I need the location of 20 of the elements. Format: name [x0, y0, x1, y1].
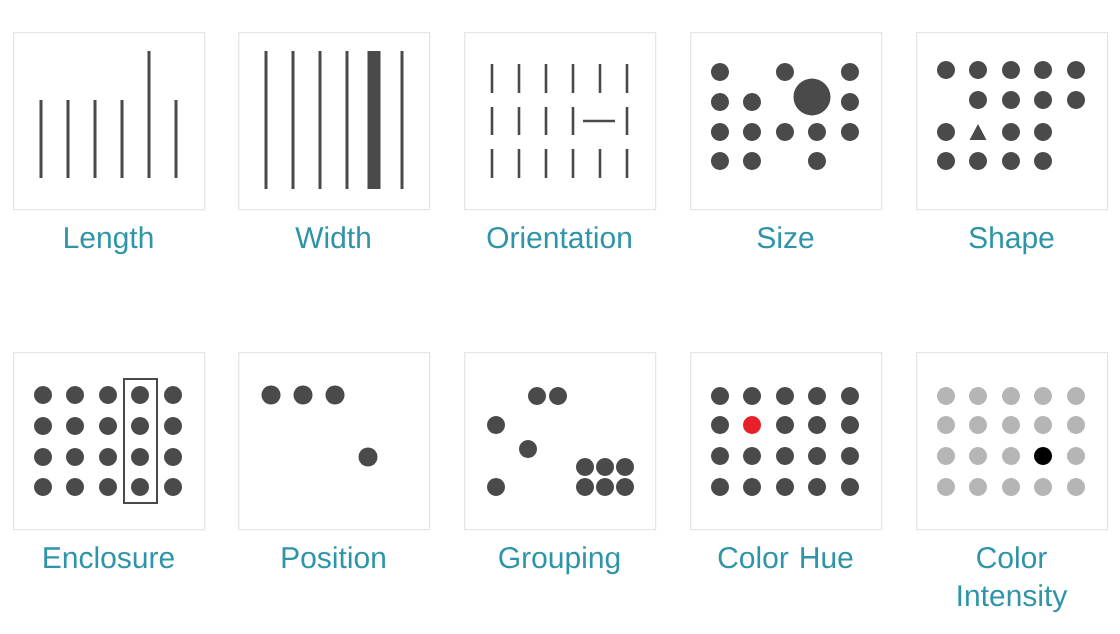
panel: Color Hue — [690, 352, 883, 569]
node-label: Shape — [969, 226, 1054, 255]
node-label: Size — [757, 226, 814, 249]
panel: Shape — [916, 32, 1109, 255]
panel: Enclosure — [13, 352, 206, 569]
panel: Color Intensity — [916, 352, 1109, 613]
node-label: Length — [65, 226, 153, 255]
panel: Position — [238, 352, 431, 569]
node-label: Grouping — [499, 546, 620, 575]
node-label: Color Hue — [718, 546, 853, 569]
panel: Width — [238, 32, 431, 249]
panel: Length — [13, 32, 206, 255]
panel: Orientation — [464, 32, 657, 249]
node-label: Orientation — [487, 226, 631, 249]
panel: Grouping — [464, 352, 657, 575]
node-label: Enclosure — [44, 546, 174, 569]
node-label: Width — [295, 226, 370, 249]
node-label: Position — [282, 546, 385, 569]
node-label: Color Intensity — [958, 546, 1068, 613]
panel: Size — [690, 32, 883, 249]
